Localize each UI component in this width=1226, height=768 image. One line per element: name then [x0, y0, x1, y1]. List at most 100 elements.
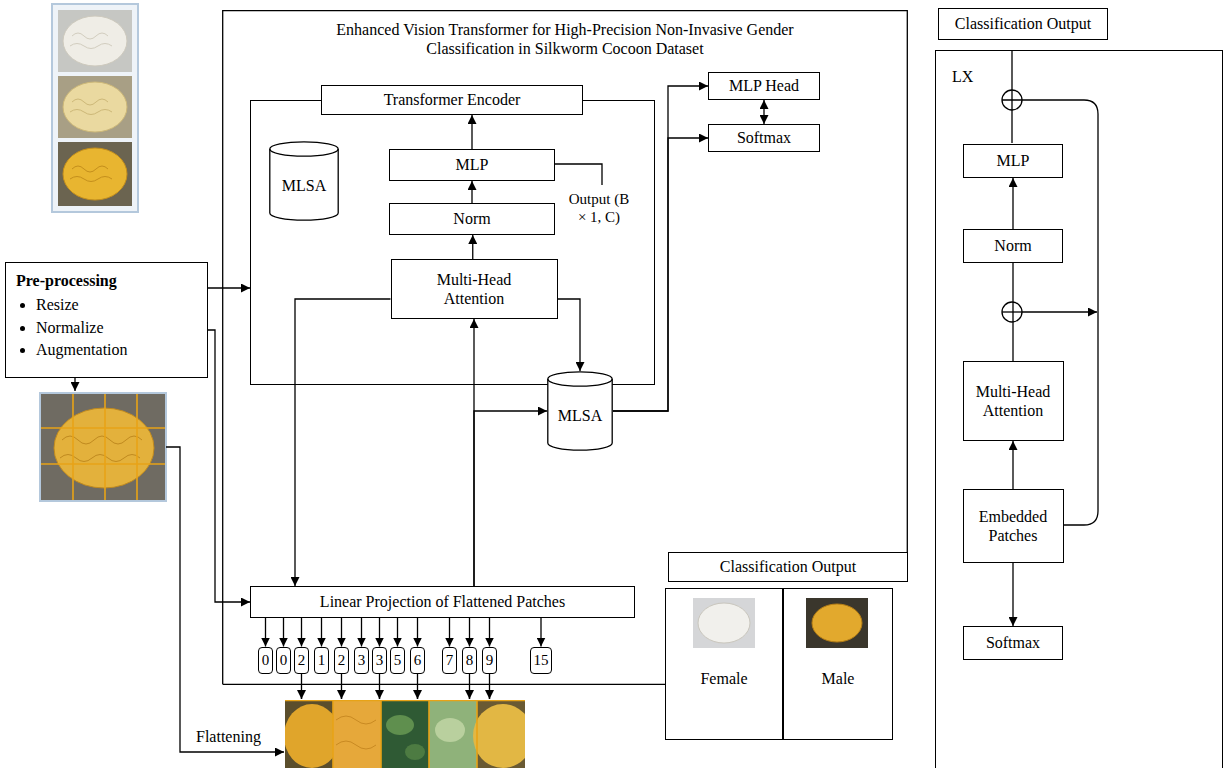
class-box: Male	[783, 588, 893, 740]
block-heading: Transformer Encoder	[321, 85, 583, 115]
connector	[1012, 263, 1013, 361]
connector	[472, 235, 473, 259]
box-label: Norm	[453, 209, 490, 228]
box-label: MLSA	[558, 406, 602, 425]
box-label: MLP	[997, 151, 1030, 170]
flow-arrow	[469, 690, 470, 699]
connector	[449, 618, 450, 647]
softmax-box: Softmax	[963, 626, 1063, 660]
white-cocoon	[698, 603, 750, 643]
connector	[471, 181, 472, 203]
connector	[763, 100, 764, 124]
connector	[558, 299, 581, 371]
patch	[429, 700, 477, 768]
patch-grid	[285, 700, 525, 768]
connector	[471, 115, 472, 149]
connector	[341, 618, 342, 647]
layer-count: LX	[952, 67, 973, 86]
box-label: Embedded Patches	[972, 507, 1055, 545]
white-cocoon	[63, 16, 127, 66]
box-label: 3	[376, 651, 384, 669]
output-box: Classification Output	[938, 8, 1108, 40]
flow-arrow	[1022, 311, 1097, 312]
cylinder-body	[270, 142, 338, 220]
patch-texture	[405, 744, 425, 760]
cocoon-texture	[70, 99, 112, 115]
box-label: 15	[534, 651, 549, 669]
connector	[301, 618, 302, 647]
patch	[333, 700, 381, 768]
photo-frame	[52, 4, 138, 212]
patch-index-box: 15	[530, 647, 552, 674]
output-shape-label: Output (B × 1, C)	[566, 190, 632, 226]
class-box: Female	[665, 588, 783, 740]
box-label: 0	[262, 651, 270, 669]
process-box: Norm	[389, 203, 555, 235]
photo-ground	[58, 76, 132, 138]
box-label: 2	[338, 651, 346, 669]
connectors	[208, 86, 1013, 647]
connector	[208, 287, 250, 288]
preprocessing-box: Pre-processingResizeNormalizeAugmentatio…	[5, 262, 208, 378]
connector	[265, 618, 266, 647]
flow-arrow	[417, 690, 418, 699]
box-label: MLSA	[282, 176, 326, 195]
patch-lines	[302, 674, 490, 699]
connector	[208, 330, 250, 602]
process-box: MLP	[389, 149, 555, 181]
mlsa-cylinder: MLSA	[269, 141, 339, 221]
patch-index-box: 7	[442, 647, 457, 674]
connector	[1012, 178, 1013, 229]
photo-ground	[806, 598, 868, 648]
cylinder-rim	[548, 379, 612, 386]
flow-arrow	[341, 690, 342, 699]
connector	[474, 411, 547, 586]
photo-ground	[58, 142, 132, 206]
connector	[1012, 441, 1013, 489]
patch-index-box: 9	[482, 647, 497, 674]
connector	[489, 618, 490, 647]
softmax-box: Softmax	[708, 124, 820, 152]
yellow-cocoon	[812, 604, 862, 642]
box-label: Softmax	[737, 128, 791, 147]
patch-index-box: 0	[276, 647, 291, 674]
yellow-cocoon	[54, 408, 154, 488]
connector	[397, 618, 398, 647]
encoder-panel: LXMLPNormMulti-Head AttentionEmbedded Pa…	[935, 50, 1223, 768]
patch-cocoon	[473, 704, 525, 768]
layout-lines	[75, 50, 1098, 752]
cocoon-texture	[70, 33, 112, 49]
patch-index-box: 0	[258, 647, 273, 674]
flow-arrow	[74, 378, 75, 391]
bullet-list: ResizeNormalizeAugmentation	[16, 294, 197, 361]
connector	[613, 138, 708, 411]
list-item: Resize	[36, 294, 197, 316]
patch-index-box: 8	[462, 647, 477, 674]
encoder-block: Transformer EncoderMLSAMLPNormMulti-Head…	[250, 100, 655, 385]
list-item: Augmentation	[36, 339, 197, 361]
add-symbol	[1002, 90, 1022, 110]
connector	[613, 86, 708, 411]
process-box: Norm	[963, 229, 1063, 263]
cocoon-photo-stack	[52, 4, 138, 212]
patch-index-box: 2	[294, 647, 309, 674]
box-label: Male	[822, 669, 855, 688]
box-label: Linear Projection of Flattened Patches	[320, 592, 565, 611]
list-item: Normalize	[36, 317, 197, 339]
patch-index-box: 3	[372, 647, 387, 674]
cylinder-body	[548, 372, 612, 450]
box-heading: Pre-processing	[16, 271, 197, 290]
leader-line	[554, 164, 602, 185]
add-symbol	[1002, 90, 1022, 110]
box-label: 3	[358, 651, 366, 669]
step-label: Flattening	[196, 727, 261, 746]
connector	[469, 618, 470, 647]
connector	[540, 618, 541, 647]
connector	[361, 618, 362, 647]
connector	[1012, 563, 1013, 626]
flow-arrow	[489, 690, 490, 699]
connector	[283, 618, 284, 647]
box-label: Female	[700, 669, 747, 688]
projection-box: Linear Projection of Flattened Patches	[250, 586, 635, 618]
